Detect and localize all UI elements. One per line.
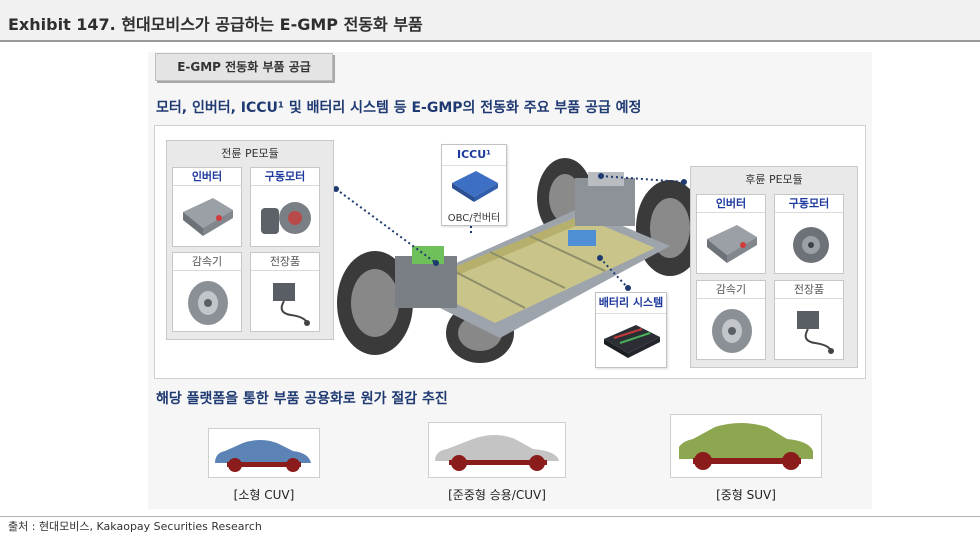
footer-divider [0, 516, 980, 517]
electrical-parts-icon [273, 283, 310, 326]
mid-sedan-label: [준중형 승용/CUV] [448, 488, 546, 502]
mid-suv-car-icon [679, 423, 813, 470]
iccu-icon [452, 171, 498, 202]
mid-suv-card [670, 414, 822, 478]
inverter-icon [707, 225, 757, 263]
front-motor-label: 구동모터 [251, 168, 319, 186]
battery-callout: 배터리 시스템 [595, 292, 667, 368]
front-motor-cell: 구동모터 [250, 167, 320, 247]
front-reducer-cell: 감속기 [172, 252, 242, 332]
front-module-title: 전륜 PE모듈 [221, 147, 279, 160]
rear-reducer-label: 감속기 [697, 281, 765, 299]
sub-heading: 해당 플랫폼을 통한 부품 공용화로 원가 절감 추진 [156, 391, 448, 407]
rear-module-title: 후륜 PE모듈 [745, 173, 803, 186]
reducer-icon [712, 309, 752, 353]
battery-title: 배터리 시스템 [596, 293, 666, 314]
front-electrical-cell: 전장품 [250, 252, 320, 332]
iccu-title: ICCU¹ [442, 145, 506, 166]
motor-icon [261, 202, 311, 234]
front-inverter-cell: 인버터 [172, 167, 242, 247]
rear-electrical-label: 전장품 [775, 281, 843, 299]
small-cuv-label: [소형 CUV] [233, 488, 295, 502]
rear-electrical-cell: 전장품 [774, 280, 844, 360]
rear-motor-label: 구동모터 [775, 195, 843, 213]
small-cuv-car-icon [215, 440, 311, 472]
exhibit-title: Exhibit 147. 현대모비스가 공급하는 E-GMP 전동화 부품 [8, 15, 423, 34]
main-heading: 모터, 인버터, ICCU¹ 및 배터리 시스템 등 E-GMP의 전동화 주요… [156, 100, 642, 116]
front-electrical-label: 전장품 [251, 253, 319, 271]
iccu-subtitle: OBC/컨버터 [447, 213, 501, 224]
reducer-icon [188, 281, 228, 325]
rear-inverter-cell: 인버터 [696, 194, 766, 274]
mid-sedan-card [428, 422, 566, 478]
inverter-icon [183, 198, 233, 236]
rear-motor-cell: 구동모터 [774, 194, 844, 274]
motor-icon [793, 227, 829, 263]
rear-inverter-label: 인버터 [697, 195, 765, 213]
iccu-callout: ICCU¹ OBC/컨버터 [441, 144, 507, 226]
front-inverter-label: 인버터 [173, 168, 241, 186]
rear-reducer-cell: 감속기 [696, 280, 766, 360]
mid-suv-label: [중형 SUV] [716, 488, 776, 502]
small-cuv-card [208, 428, 320, 478]
source-note: 출처 : 현대모비스, Kakaopay Securities Research [8, 520, 262, 533]
exhibit-header: Exhibit 147. 현대모비스가 공급하는 E-GMP 전동화 부품 [0, 0, 980, 42]
battery-icon [604, 325, 660, 358]
front-reducer-label: 감속기 [173, 253, 241, 271]
compact-sedan-car-icon [435, 435, 559, 471]
section-tag: E-GMP 전동화 부품 공급 [155, 53, 333, 81]
e-gmp-chassis-illustration [337, 158, 704, 363]
electrical-parts-icon [797, 311, 834, 354]
